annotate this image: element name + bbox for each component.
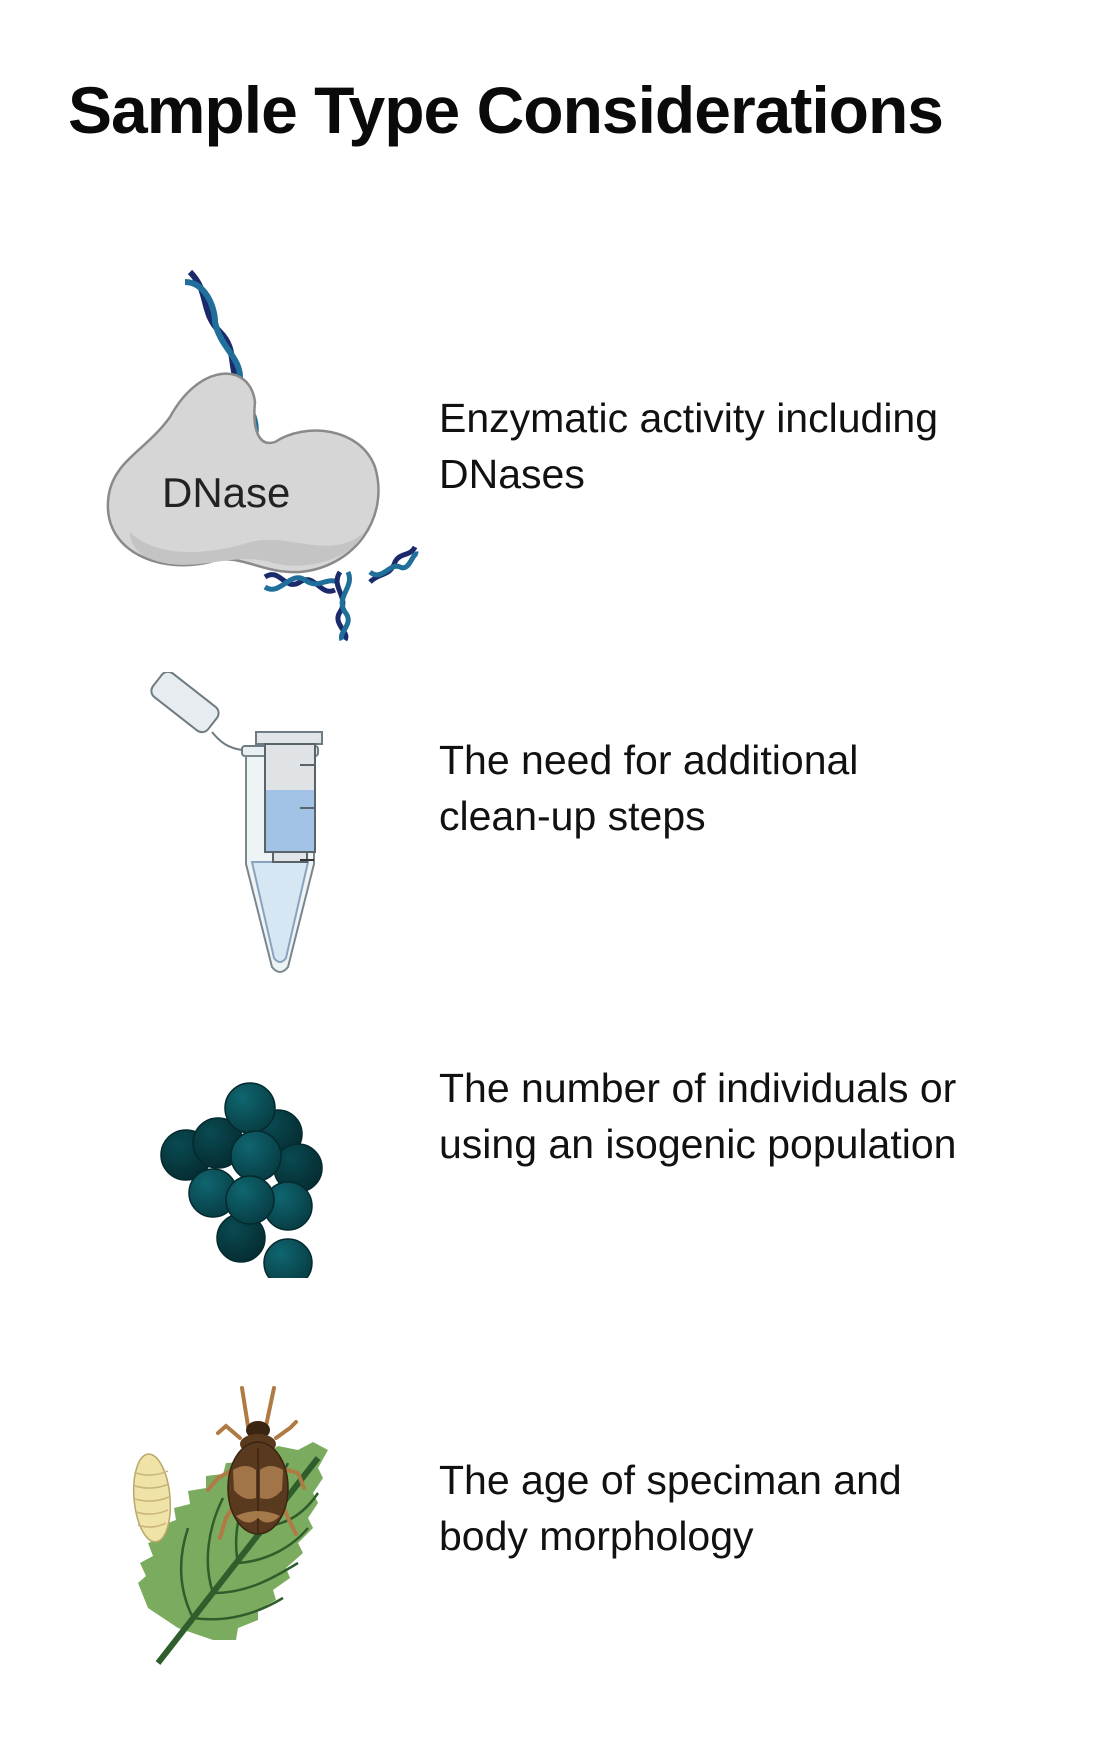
spin-column-tube-icon (150, 670, 330, 982)
item-line: Enzymatic activity including (439, 395, 939, 441)
page-title: Sample Type Considerations (68, 73, 944, 147)
item-text-enzymatic: Enzymatic activity including DNases (439, 390, 1079, 502)
item-line: The number of individuals or (439, 1065, 957, 1111)
item-line: The need for additional (439, 737, 859, 783)
item-text-cleanup: The need for additional clean-up steps (439, 732, 1079, 844)
item-line: clean-up steps (439, 793, 706, 839)
item-line: using an isogenic population (439, 1121, 957, 1167)
dnase-label: DNase (162, 469, 290, 516)
item-line: DNases (439, 451, 585, 497)
item-line: The age of speciman and (439, 1457, 902, 1503)
item-line: body morphology (439, 1513, 754, 1559)
cell-cluster-icon (158, 1078, 338, 1288)
dnase-enzyme-icon: DNase (100, 262, 420, 642)
item-text-individuals: The number of individuals or using an is… (439, 1060, 1079, 1172)
beetle-on-leaf-icon (118, 1378, 348, 1678)
item-text-age: The age of speciman and body morphology (439, 1452, 1079, 1564)
